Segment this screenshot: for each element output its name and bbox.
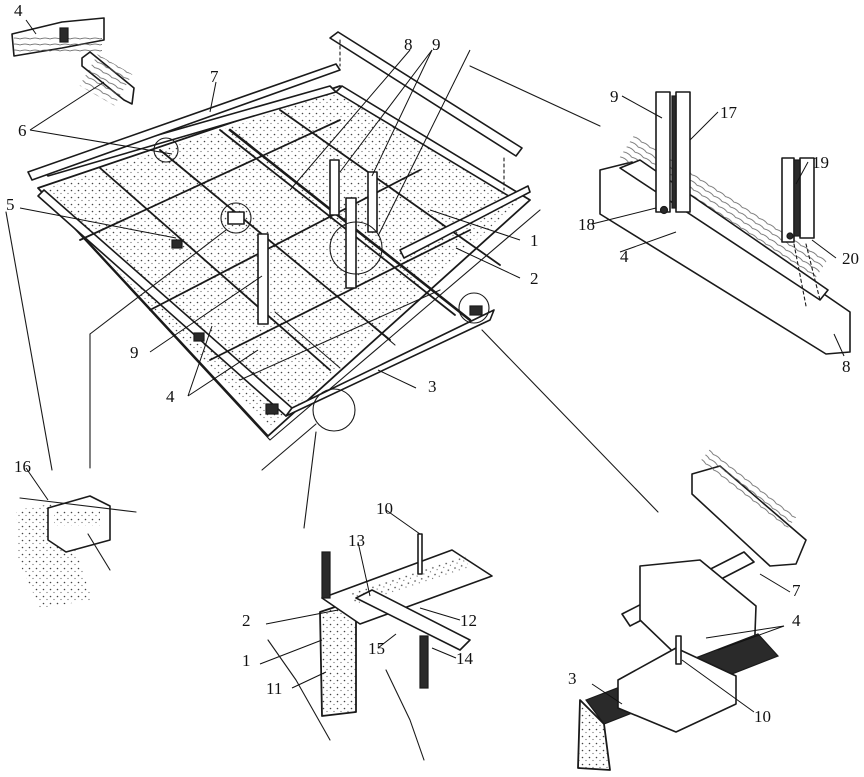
callout-17: 17: [720, 103, 738, 122]
callout-2-main: 2: [530, 269, 539, 288]
callout-15: 15: [368, 639, 385, 658]
detail-bottom-left: [5, 211, 227, 608]
post-4: [367, 171, 378, 233]
stake-10: [417, 533, 423, 575]
block-corner-c: [469, 305, 483, 316]
callout-2-bottom: 2: [242, 611, 251, 630]
callout-19: 19: [812, 153, 829, 172]
callout-8-right: 8: [842, 357, 851, 376]
cross-member-1: [99, 167, 331, 371]
detail-circle-center: [329, 221, 383, 275]
detail-bottom-right: [481, 329, 807, 771]
post-1: [257, 233, 269, 325]
callout-4-topleft: 4: [14, 1, 23, 20]
callout-7-main: 7: [210, 67, 219, 86]
main-frame-assembly: [27, 31, 541, 441]
tall-post-9: [655, 91, 671, 213]
callout-11: 11: [266, 679, 282, 698]
block-corner-b: [193, 332, 205, 342]
callout-13: 13: [348, 531, 365, 550]
callout-8-main: 8: [404, 35, 413, 54]
block-mid: [227, 211, 245, 225]
leaders: [19, 19, 845, 713]
detail-circle-bottom: [312, 388, 356, 432]
joist-c: [329, 289, 396, 346]
callout-10-bottom: 10: [376, 499, 393, 518]
cross-piece-12: [355, 589, 471, 651]
cross-member-7: [209, 229, 471, 361]
callout-9-left: 9: [130, 343, 139, 362]
upper-cover-beam: [329, 31, 523, 157]
foundation-edge: [47, 199, 541, 441]
callout-12: 12: [460, 611, 477, 630]
detail-top-right: [469, 65, 851, 355]
callout-3-bottomright: 3: [568, 669, 577, 688]
short-post-19: [781, 157, 795, 243]
detail-top-left: [11, 17, 135, 106]
block-5: [171, 239, 183, 249]
post-3: [329, 159, 340, 216]
stake-left: [321, 551, 331, 599]
tall-post-17: [675, 91, 691, 213]
callout-6: 6: [18, 121, 27, 140]
callout-5: 5: [6, 195, 15, 214]
cross-member-5: [79, 119, 341, 241]
anchor-bolt-10: [675, 635, 682, 665]
callouts: 4 6 5 7 8 9 1 2 3 9 4 9 17 19 18 4 20 8 …: [6, 1, 859, 726]
detail-circle-top: [153, 137, 179, 163]
callout-7-bottomright: 7: [792, 581, 801, 600]
callout-4-mainleft: 4: [166, 387, 175, 406]
callout-10-bottomright: 10: [754, 707, 771, 726]
concrete-base: [40, 90, 520, 430]
callout-1-main: 1: [530, 231, 539, 250]
foundation-3: [578, 700, 610, 770]
callout-18: 18: [578, 215, 595, 234]
joist-b: [274, 311, 341, 369]
callout-16: 16: [14, 457, 31, 476]
cross-member-3: [219, 129, 456, 316]
trench-concrete: [320, 600, 356, 716]
callout-14: 14: [456, 649, 474, 668]
joist-a: [239, 289, 441, 381]
stake-14: [419, 635, 429, 689]
top-rail: [27, 63, 341, 181]
detail-circle-right: [458, 292, 490, 324]
post-2: [345, 197, 357, 289]
callout-20: 20: [842, 249, 859, 268]
callout-9-main: 9: [432, 35, 441, 54]
callout-9-right: 9: [610, 87, 619, 106]
callout-4-bottomright: 4: [792, 611, 801, 630]
block-corner-a: [265, 403, 279, 415]
pit-ground: [16, 504, 92, 608]
callout-3-main: 3: [428, 377, 437, 396]
callout-1-bottom: 1: [242, 651, 251, 670]
detail-circle-mid: [220, 202, 252, 234]
detail-bottom-center: [261, 423, 493, 761]
callout-4-right: 4: [620, 247, 629, 266]
cross-member-4: [279, 109, 501, 266]
